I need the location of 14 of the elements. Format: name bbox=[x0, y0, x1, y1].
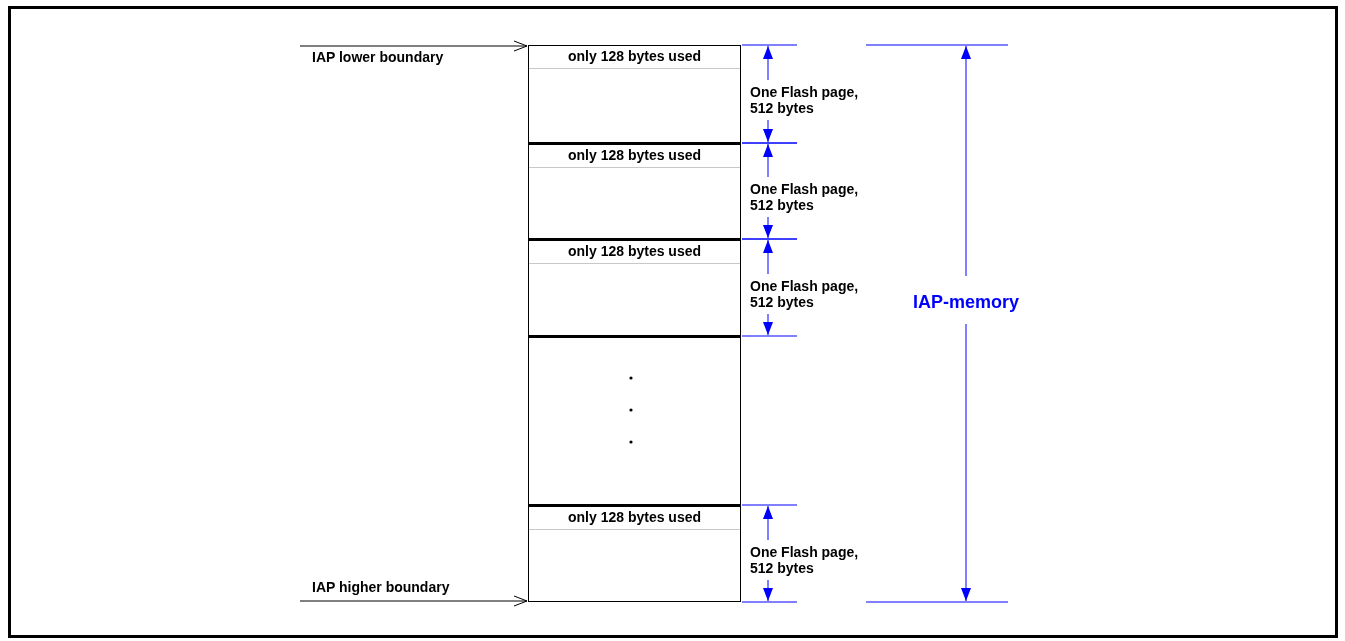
used-bytes-text: only 128 bytes used bbox=[529, 145, 740, 168]
used-bytes-text: only 128 bytes used bbox=[529, 507, 740, 530]
dimension-label: One Flash page, 512 bytes bbox=[750, 544, 860, 576]
arrow bbox=[299, 595, 528, 607]
used-bytes-text: only 128 bytes used bbox=[529, 241, 740, 264]
dimension-label: One Flash page, 512 bytes bbox=[750, 181, 860, 213]
memory-column bbox=[528, 45, 741, 602]
memory-size-label: IAP-memory bbox=[912, 291, 1020, 313]
boundary-label: IAP lower boundary bbox=[300, 47, 480, 67]
boundary-label: IAP higher boundary bbox=[300, 578, 490, 600]
dimension-label: One Flash page, 512 bytes bbox=[750, 278, 860, 310]
arrow bbox=[299, 40, 528, 52]
dimension-label: One Flash page, 512 bytes bbox=[750, 84, 860, 116]
used-bytes-text: only 128 bytes used bbox=[529, 46, 740, 69]
